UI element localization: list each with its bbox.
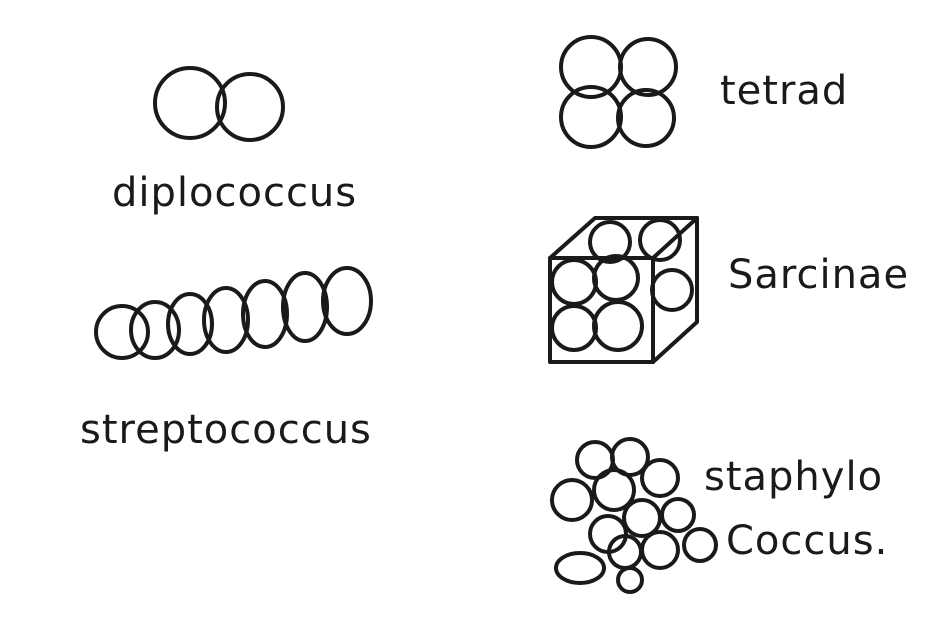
staphylococcus-label-line1: staphylo xyxy=(704,454,883,500)
streptococcus-label: streptococcus xyxy=(80,407,372,453)
streptococcus-cell xyxy=(202,286,250,354)
diplococcus-drawing xyxy=(153,66,285,142)
tetrad-cell xyxy=(616,88,676,148)
sarcinae-cube-side xyxy=(651,216,699,364)
sarcinae-cell xyxy=(588,220,632,264)
sarcinae-cell xyxy=(650,268,694,312)
sarcinae-cell xyxy=(638,218,682,262)
sarcinae-cell xyxy=(592,254,640,302)
staphylococcus-cell xyxy=(554,551,606,585)
diplococcus-cell xyxy=(215,72,285,142)
diplococcus-label: diplococcus xyxy=(112,170,357,216)
staphylococcus-label-line2: Coccus. xyxy=(726,518,888,564)
staphylococcus-cell xyxy=(592,468,636,512)
streptococcus-cell xyxy=(321,266,373,336)
staphylococcus-cell xyxy=(640,458,680,498)
sarcinae-cube-top xyxy=(548,216,699,260)
staphylococcus-cell xyxy=(616,566,644,594)
streptococcus-cell xyxy=(166,292,214,356)
staphylococcus-cell xyxy=(622,498,662,538)
streptococcus-cell xyxy=(129,300,181,360)
staphylococcus-cell xyxy=(682,527,718,563)
sarcinae-cell xyxy=(550,258,598,306)
sarcinae-label: Sarcinae xyxy=(728,252,909,298)
tetrad-drawing xyxy=(559,35,678,149)
staphylococcus-cell xyxy=(660,497,696,533)
streptococcus-cell xyxy=(281,271,329,343)
streptococcus-cell xyxy=(94,304,150,360)
tetrad-cell xyxy=(559,85,623,149)
sarcinae-drawing xyxy=(548,216,699,364)
staphylococcus-drawing xyxy=(550,437,718,594)
staphylococcus-cell xyxy=(640,530,680,570)
tetrad-cell xyxy=(618,37,678,97)
staphylococcus-cell xyxy=(550,478,594,522)
tetrad-label: tetrad xyxy=(720,68,848,114)
diplococcus-cell xyxy=(153,66,227,140)
sarcinae-cell xyxy=(550,304,598,352)
streptococcus-drawing xyxy=(94,266,373,360)
streptococcus-cell xyxy=(241,279,289,349)
sarcinae-cell xyxy=(592,300,644,352)
